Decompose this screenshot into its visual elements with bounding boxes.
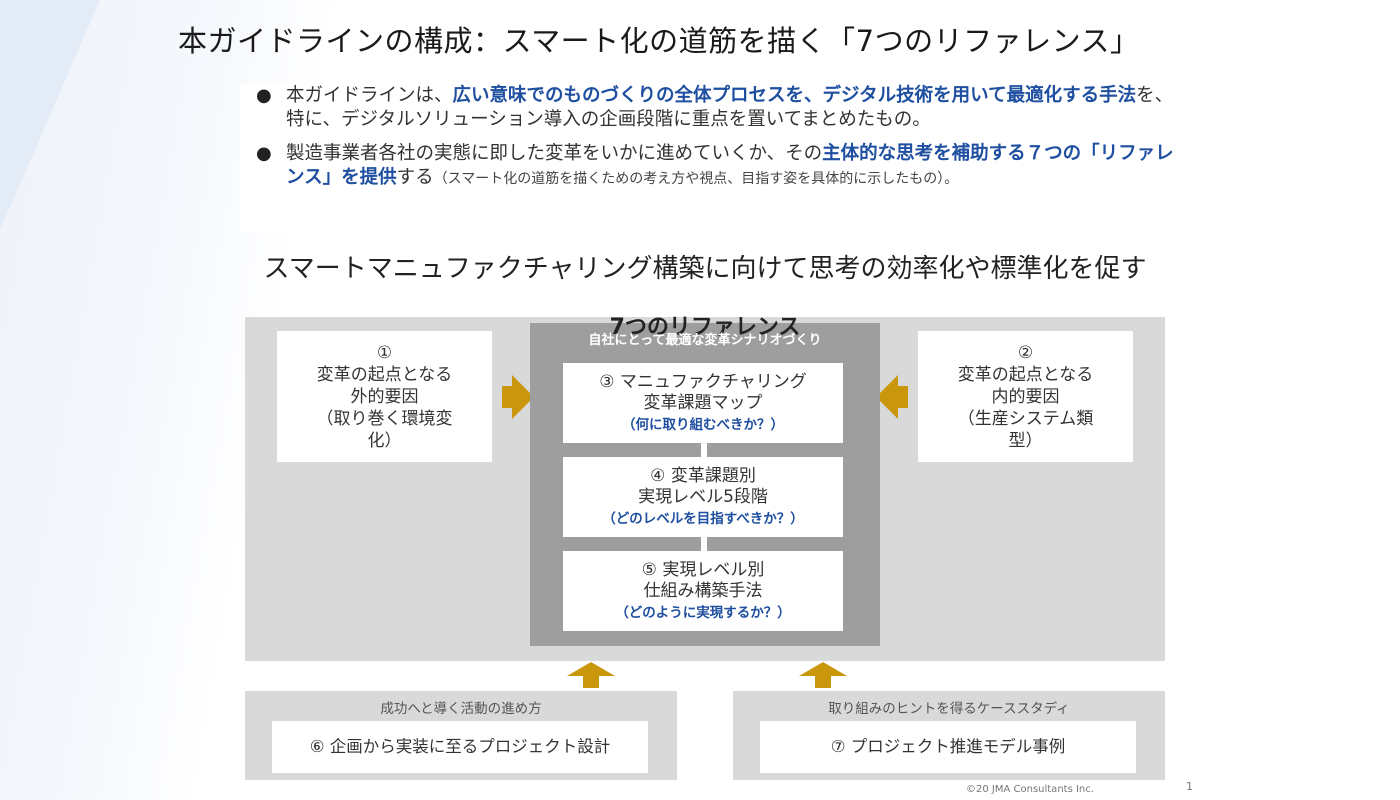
reference-box-3: ③ マニュファクチャリング 変革課題マップ （何に取り組むべきか？）	[563, 363, 843, 443]
external-factor-line-1: 変革の起点となる	[316, 364, 453, 385]
bullet-2-highlight: 主体的な思考を補助する７つの「リファレンス」を提供	[286, 143, 1174, 188]
internal-factor-number: ②	[1017, 342, 1034, 363]
external-factor-number: ①	[376, 342, 393, 363]
left-arrow-shaft	[502, 386, 512, 408]
reference-box-7: ⑦ プロジェクト推進モデル事例	[760, 721, 1136, 773]
external-factor-line-4: 化）	[367, 430, 402, 451]
reference-5-line-1: ⑤ 実現レベル別	[641, 560, 765, 580]
connector-line-1	[701, 443, 707, 457]
bullet-1-text-pre: 本ガイドラインは、	[286, 85, 453, 106]
internal-factor-line-4: 型）	[1008, 430, 1043, 451]
copyright-footer: ©20 JMA Consultants Inc.	[966, 784, 1094, 795]
seven-references-title: 7つのリファレンス	[609, 315, 801, 340]
reference-7-text: ⑦ プロジェクト推進モデル事例	[830, 737, 1066, 756]
reference-box-4: ④ 変革課題別 実現レベル5段階 （どのレベルを目指すべきか？）	[563, 457, 843, 537]
bullet-item-2: ● 製造事業者各社の実態に即した変革をいかに進めていくか、その主体的な思考を補助…	[240, 142, 1175, 191]
up-arrow-icon	[799, 662, 847, 676]
reference-3-line-2: 変革課題マップ	[643, 393, 763, 413]
bullet-2-note: （スマート化の道筋を描くための考え方や視点、目指す姿を具体的に示したもの）。	[433, 171, 959, 187]
right-arrow-shaft	[898, 386, 908, 408]
bullet-2-text-post: する	[396, 167, 434, 188]
bullet-2-text-pre: 製造事業者各社の実態に即した変革をいかに進めていくか、その	[286, 143, 823, 164]
case-study-panel-label: 取り組みのヒントを得るケーススタディ	[828, 701, 1070, 717]
bullet-item-1: ● 本ガイドラインは、広い意味でのものづくりの全体プロセスを、デジタル技術を用い…	[240, 84, 1175, 132]
bullet-list: ● 本ガイドラインは、広い意味でのものづくりの全体プロセスを、デジタル技術を用い…	[240, 84, 1175, 232]
left-arrow-icon	[876, 375, 898, 419]
right-arrow-icon	[512, 375, 534, 419]
internal-factor-line-2: 内的要因	[991, 386, 1060, 407]
up-arrow-shaft	[815, 676, 831, 688]
internal-factor-line-1: 変革の起点となる	[957, 364, 1094, 385]
reference-3-line-1: ③ マニュファクチャリング	[599, 372, 807, 392]
activity-panel-label: 成功へと導く活動の進め方	[380, 701, 542, 717]
diagram-heading: スマートマニュファクチャリング構築に向けて思考の効率化や標準化を促す	[263, 254, 1147, 284]
reference-3-question: （何に取り組むべきか？）	[622, 417, 784, 433]
reference-box-6: ⑥ 企画から実装に至るプロジェクト設計	[272, 721, 648, 773]
bullet-1-text-post: を、特に、デジタルソリューション導入の企画段階に重点を置いてまとめたもの。	[286, 85, 1174, 130]
external-factor-box: ① 変革の起点となる 外的要因 （取り巻く環境変 化）	[277, 331, 492, 462]
reference-5-question: （どのように実現するか？）	[615, 605, 791, 621]
external-factor-line-3: （取り巻く環境変	[316, 408, 453, 429]
reference-5-line-2: 仕組み構築手法	[643, 581, 763, 601]
reference-4-line-2: 実現レベル5段階	[638, 487, 768, 507]
internal-factor-box: ② 変革の起点となる 内的要因 （生産システム類 型）	[918, 331, 1133, 462]
reference-4-line-1: ④ 変革課題別	[650, 466, 756, 486]
reference-6-text: ⑥ 企画から実装に至るプロジェクト設計	[309, 737, 611, 756]
reference-4-question: （どのレベルを目指すべきか？）	[602, 511, 804, 527]
slide-title: 本ガイドラインの構成：スマート化の道筋を描く「7つのリファレンス」	[178, 24, 1140, 58]
seven-references-subtitle: 自社にとって最適な変革シナリオづくり	[588, 333, 822, 348]
up-arrow-shaft	[583, 676, 599, 688]
external-factor-line-2: 外的要因	[350, 386, 419, 407]
bullet-dot-icon: ●	[256, 143, 272, 164]
connector-line-2	[701, 537, 707, 551]
bullet-dot-icon: ●	[256, 85, 272, 106]
bullet-1-highlight: 広い意味でのものづくりの全体プロセスを、デジタル技術を用いて最適化する手法	[452, 85, 1137, 106]
reference-box-5: ⑤ 実現レベル別 仕組み構築手法 （どのように実現するか？）	[563, 551, 843, 631]
background-accent-shape	[0, 0, 100, 230]
page-number: 1	[1186, 780, 1193, 793]
internal-factor-line-3: （生産システム類	[957, 408, 1094, 429]
up-arrow-icon	[567, 662, 615, 676]
